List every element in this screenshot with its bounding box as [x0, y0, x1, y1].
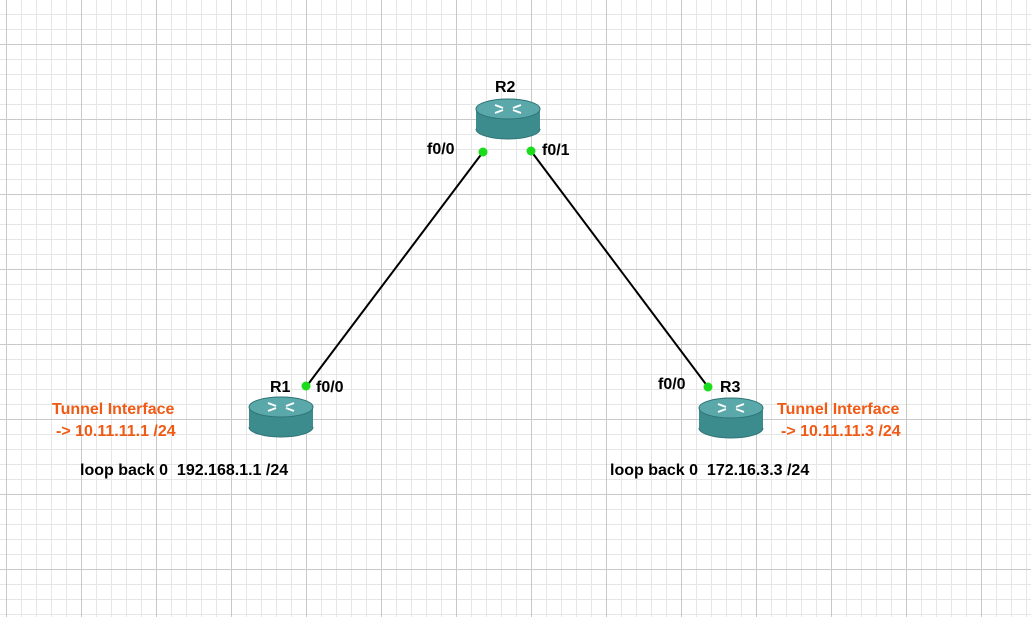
- port-dot-r1-f00: [301, 381, 311, 391]
- router-r3[interactable]: [698, 396, 764, 440]
- r1-tunnel-title: Tunnel Interface: [52, 401, 175, 418]
- r1-loopback: loop back 0 192.168.1.1 /24: [80, 462, 289, 479]
- port-label-r2-f00: f0/0: [427, 141, 455, 158]
- port-dot-r3-f00: [703, 382, 713, 392]
- port-label-r3-f00: f0/0: [658, 376, 686, 393]
- router-label-r1: R1: [270, 379, 291, 396]
- router-icon: [698, 397, 764, 439]
- port-label-r1-f00: f0/0: [316, 379, 344, 396]
- router-label-r2: R2: [495, 79, 516, 96]
- r3-loopback: loop back 0 172.16.3.3 /24: [610, 462, 810, 479]
- port-label-r2-f01: f0/1: [542, 142, 570, 159]
- router-r2[interactable]: [475, 97, 541, 141]
- r3-tunnel-ip: -> 10.11.11.3 /24: [781, 423, 901, 440]
- router-icon: [248, 396, 314, 438]
- port-dot-r2-f00: [478, 147, 488, 157]
- router-icon: [475, 98, 541, 140]
- port-dot-r2-f01: [526, 146, 536, 156]
- link-r2-r1[interactable]: [305, 151, 484, 388]
- r3-tunnel-title: Tunnel Interface: [777, 401, 900, 418]
- router-r1[interactable]: [248, 395, 314, 439]
- r1-tunnel-ip: -> 10.11.11.1 /24: [56, 423, 176, 440]
- link-r2-r3[interactable]: [530, 150, 709, 388]
- router-label-r3: R3: [720, 379, 741, 396]
